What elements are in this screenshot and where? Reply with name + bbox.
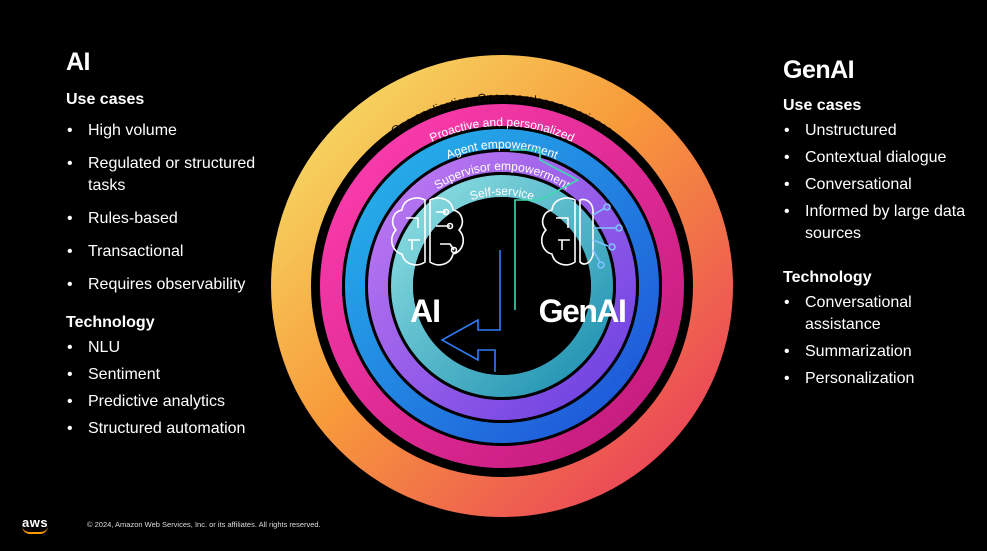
ai-title: AI — [66, 48, 91, 76]
list-item: Requires observability — [66, 274, 271, 296]
list-item: Summarization — [783, 341, 983, 363]
list-item: Conversational assistance — [783, 292, 983, 336]
list-item: Informed by large data sources — [783, 201, 983, 245]
genai-use-cases-list: Unstructured Contextual dialogue Convers… — [783, 120, 983, 245]
genai-technology-heading: Technology — [783, 269, 872, 286]
brain-icon — [390, 197, 465, 266]
ai-technology-heading: Technology — [66, 314, 155, 331]
list-item: Predictive analytics — [66, 391, 271, 413]
aws-smile-icon — [22, 526, 48, 534]
arrow-to-genai-icon — [510, 149, 580, 310]
arrow-to-ai-icon — [440, 250, 501, 372]
ai-technology-list: NLU Sentiment Predictive analytics Struc… — [66, 337, 271, 440]
aws-logo-icon: aws — [22, 515, 48, 534]
list-item: Regulated or structured tasks — [66, 153, 271, 197]
genai-technology-list: Conversational assistance Summarization … — [783, 292, 983, 390]
list-item: Transactional — [66, 241, 271, 263]
list-item: Rules-based — [66, 208, 271, 230]
list-item: Unstructured — [783, 120, 983, 142]
list-item: Personalization — [783, 368, 983, 390]
list-item: NLU — [66, 337, 271, 359]
center-ai-label: AI — [410, 293, 440, 329]
brain-circuit-icon — [540, 197, 623, 269]
genai-use-cases-heading: Use cases — [783, 97, 862, 114]
list-item: Conversational — [783, 174, 983, 196]
genai-title: GenAI — [783, 56, 855, 84]
genai-panel: GenAI Use cases Unstructured Contextual … — [783, 56, 983, 390]
ai-use-cases-list: High volume Regulated or structured task… — [66, 120, 271, 296]
list-item: High volume — [66, 120, 271, 142]
copyright-text: © 2024, Amazon Web Services, Inc. or its… — [87, 520, 321, 529]
list-item: Structured automation — [66, 418, 271, 440]
list-item: Contextual dialogue — [783, 147, 983, 169]
list-item: Sentiment — [66, 364, 271, 386]
ai-use-cases-heading: Use cases — [66, 91, 145, 108]
aws-logo-text: aws — [22, 515, 49, 530]
ring-bands — [271, 55, 733, 517]
center-genai-label: GenAI — [539, 293, 626, 329]
ai-panel: AI Use cases High volume Regulated or st… — [66, 48, 271, 440]
